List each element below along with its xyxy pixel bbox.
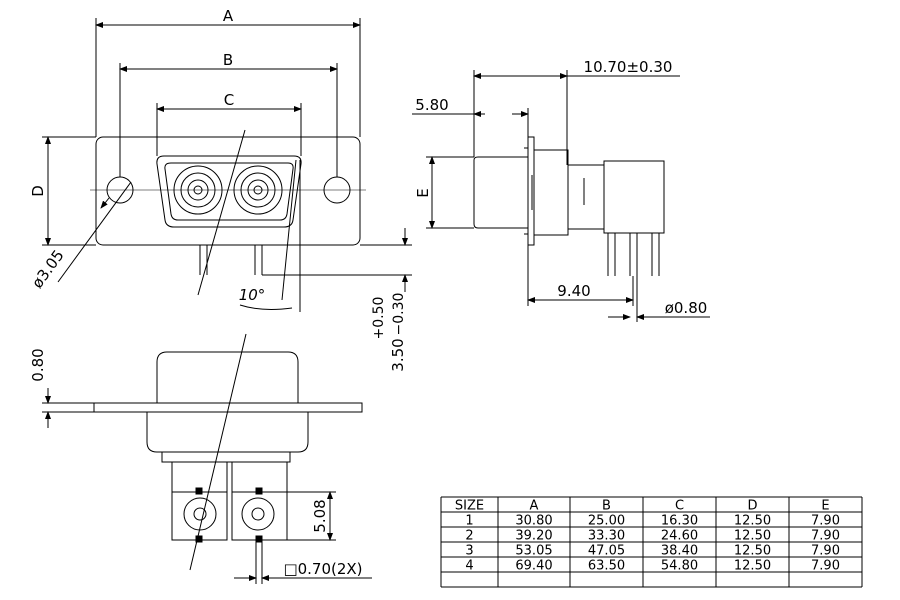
front-shell-inner — [164, 162, 294, 221]
table-cell: 25.00 — [588, 514, 625, 529]
table-cell: 38.40 — [661, 544, 698, 559]
side-flange — [527, 136, 535, 246]
flange-thickness-label: 0.80 — [29, 348, 47, 381]
body-offset-label: 5.80 — [415, 96, 448, 114]
size-table: SIZE A B C D E 1 30.80 25.00 16.30 12.50 7.90 2 39.20… — [440, 496, 863, 588]
table-cell: 2 — [465, 529, 473, 544]
table-cell: 7.90 — [811, 544, 840, 559]
table-cell: 3 — [465, 544, 473, 559]
dim-d-label: D — [29, 185, 47, 197]
dim-e-label: E — [414, 188, 432, 197]
pin-tol-minus-label: −0.30 — [391, 293, 407, 336]
bottom-contact-right — [231, 461, 288, 541]
front-pins — [199, 245, 263, 275]
table-cell: 4 — [465, 559, 473, 574]
table-cell: 7.90 — [811, 529, 840, 544]
front-shell-outer — [156, 155, 302, 228]
table-header-cell: E — [821, 499, 829, 514]
side-view — [412, 70, 710, 322]
table-cell: 47.05 — [588, 544, 625, 559]
side-shell — [473, 156, 529, 229]
table-header-cell: SIZE — [455, 499, 484, 514]
pin-diameter-label: ø0.80 — [665, 299, 708, 317]
table-header-cell: C — [675, 499, 684, 514]
bottom-shell-top — [156, 351, 299, 403]
pin-spacing-label: 5.08 — [311, 499, 329, 532]
table-cell: 7.90 — [811, 559, 840, 574]
pin-pitch-label: 9.40 — [557, 282, 590, 300]
angle-label: 10° — [239, 286, 266, 304]
pin-tol-plus-label: +0.50 — [371, 297, 387, 340]
table-header-cell: A — [530, 499, 539, 514]
dim-b-label: B — [223, 51, 233, 69]
depth-label: 10.70±0.30 — [584, 58, 673, 76]
pin-square-label: □0.70(2X) — [283, 560, 362, 578]
front-view — [42, 18, 412, 312]
table-cell: 33.30 — [588, 529, 625, 544]
table-cell: 69.40 — [515, 559, 552, 574]
table-cell: 12.50 — [734, 544, 771, 559]
table-cell: 30.80 — [515, 514, 552, 529]
bottom-view — [42, 333, 372, 584]
pin-length-label: 3.50 — [389, 338, 407, 371]
table-cell: 1 — [465, 514, 473, 529]
side-body — [533, 149, 569, 236]
table-cell: 12.50 — [734, 514, 771, 529]
front-flange — [95, 136, 361, 246]
table-header-cell: D — [747, 499, 757, 514]
table-cell: 54.80 — [661, 559, 698, 574]
bottom-body — [146, 412, 309, 453]
table-cell: 12.50 — [734, 559, 771, 574]
table-cell: 53.05 — [515, 544, 552, 559]
table-cell: 16.30 — [661, 514, 698, 529]
side-pins — [607, 233, 660, 276]
dim-a-label: A — [223, 7, 234, 25]
table-cell: 7.90 — [811, 514, 840, 529]
table-cell: 12.50 — [734, 529, 771, 544]
table-cell: 24.60 — [661, 529, 698, 544]
hole-diameter-label: ø3.05 — [28, 247, 68, 292]
table-header-cell: B — [602, 499, 611, 514]
table-cell: 63.50 — [588, 559, 625, 574]
dim-c-label: C — [224, 91, 234, 109]
table-cell: 39.20 — [515, 529, 552, 544]
